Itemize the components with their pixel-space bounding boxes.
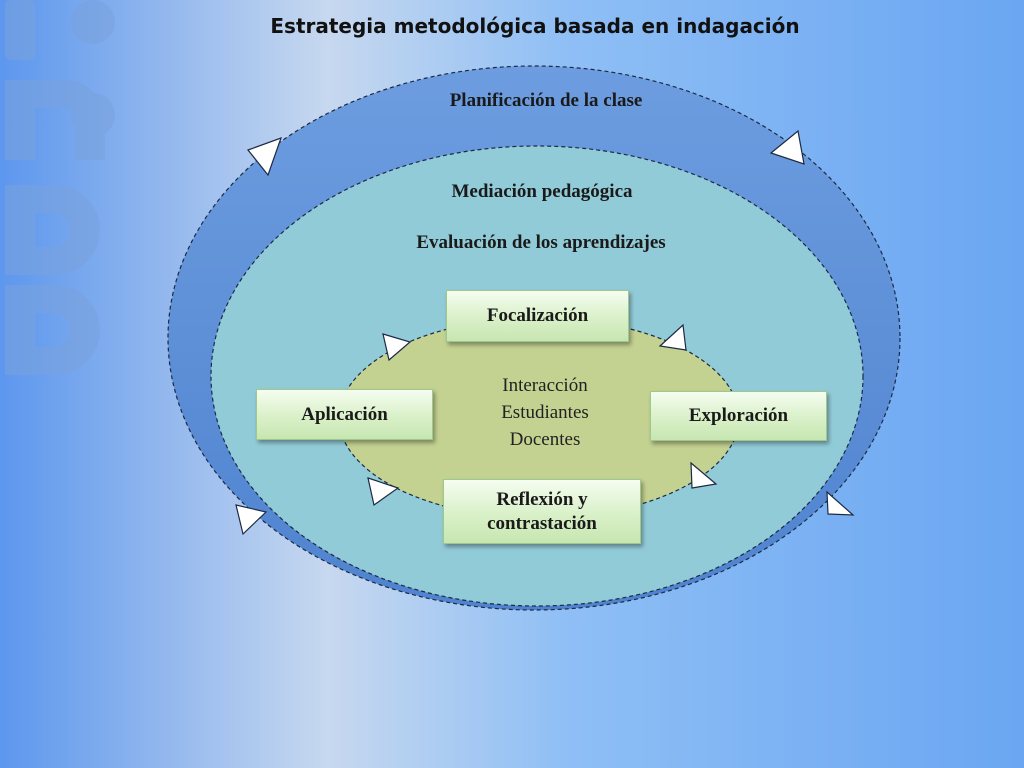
outer-ring-label: Planificación de la clase	[449, 90, 643, 111]
cycle-arrow-icon	[367, 477, 400, 507]
stage-reflexion-label-line-1: Reflexión y	[496, 488, 588, 510]
center-line-docentes: Docentes	[509, 429, 581, 450]
middle-ring-label-evaluacion: Evaluación de los aprendizajes	[416, 232, 666, 253]
stage-focalizacion: Focalización	[446, 290, 629, 342]
middle-ring-label-mediacion: Mediación pedagógica	[451, 181, 633, 202]
cycle-arrow-icon	[690, 461, 718, 489]
center-interaction-text: Interacción Estudiantes Docentes	[455, 372, 635, 453]
stage-exploracion-label: Exploración	[688, 405, 789, 426]
cycle-arrow-icon	[769, 129, 805, 165]
stage-exploracion: Exploración	[650, 391, 827, 441]
stage-focalizacion-label: Focalización	[486, 305, 589, 326]
stage-reflexion-contrastacion: Reflexión y contrastación	[443, 479, 641, 544]
stage-reflexion-label-line-2: contrastación	[487, 512, 597, 534]
stage-aplicacion-label: Aplicación	[301, 403, 388, 425]
cycle-arrow-icon	[826, 490, 855, 516]
center-line-estudiantes: Estudiantes	[501, 402, 589, 423]
cycle-arrow-icon	[382, 333, 412, 362]
slide-title: Estrategia metodológica basada en indaga…	[270, 14, 800, 38]
cycle-arrow-icon	[247, 137, 282, 177]
cycle-arrow-icon	[658, 323, 687, 351]
cycle-arrow-icon	[235, 504, 268, 536]
stage-aplicacion: Aplicación	[256, 389, 433, 440]
logo-watermark	[5, 0, 115, 375]
center-line-interaccion: Interacción	[502, 375, 588, 396]
